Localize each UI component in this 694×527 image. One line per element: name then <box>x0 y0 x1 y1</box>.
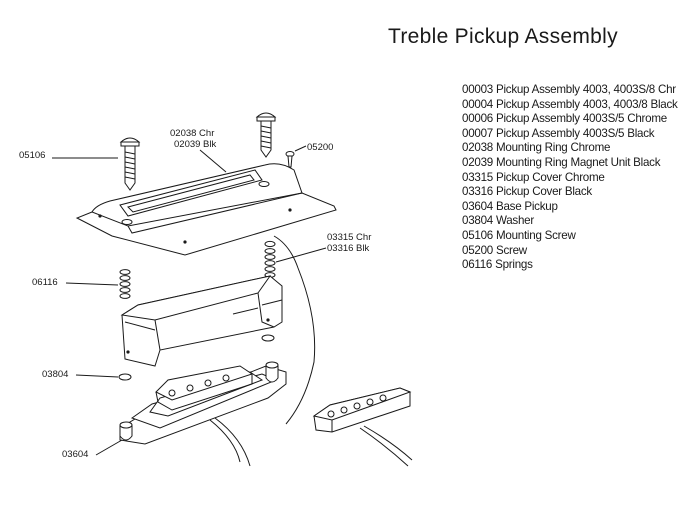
callout-02038: 02038 Chr <box>170 128 214 139</box>
legend-item: 02038 Mounting Ring Chrome <box>462 141 611 155</box>
callout-03315: 03315 Chr <box>327 232 371 243</box>
base-pickup <box>119 361 287 467</box>
mounting-ring <box>75 163 337 256</box>
callout-leaders <box>52 145 327 456</box>
legend-item: 03804 Washer <box>462 214 534 228</box>
callout-02039: 02039 Blk <box>174 139 217 150</box>
callout-03804: 03804 <box>42 369 68 380</box>
pickup-wire <box>273 235 316 425</box>
mounting-screw-right <box>255 112 277 158</box>
legend-item: 03315 Pickup Cover Chrome <box>462 170 605 184</box>
washer-right <box>261 334 275 342</box>
legend-item: 06116 Springs <box>462 258 533 272</box>
spring-left <box>119 269 131 299</box>
spring-right <box>264 240 276 278</box>
callout-03316: 03316 Blk <box>327 243 370 254</box>
legend-item: 00004 Pickup Assembly 4003, 4003/8 Black <box>462 97 678 111</box>
legend-item: 03604 Base Pickup <box>462 199 558 213</box>
washer-left <box>118 373 132 381</box>
parts-legend: 00003 Pickup Assembly 4003, 4003S/8 Chr … <box>462 83 678 273</box>
pickup-cover <box>120 275 283 367</box>
legend-item: 00003 Pickup Assembly 4003, 4003S/8 Chr <box>462 83 676 96</box>
callout-03604: 03604 <box>62 449 88 460</box>
callout-06116: 06116 <box>32 277 58 288</box>
small-screw <box>285 151 295 168</box>
legend-item: 05200 Screw <box>462 243 527 257</box>
mounting-screw-left <box>119 137 141 191</box>
legend-item: 00006 Pickup Assembly 4003S/5 Chrome <box>462 112 667 126</box>
legend-item: 02039 Mounting Ring Magnet Unit Black <box>462 155 661 169</box>
legend-item: 05106 Mounting Screw <box>462 228 576 242</box>
legend-item: 03316 Pickup Cover Black <box>462 185 592 199</box>
diagram-title: Treble Pickup Assembly <box>388 25 618 48</box>
pickup-unit <box>312 387 413 467</box>
callout-05200: 05200 <box>307 142 333 153</box>
callout-05106: 05106 <box>19 150 45 161</box>
legend-item: 00007 Pickup Assembly 4003S/5 Black <box>462 126 655 140</box>
